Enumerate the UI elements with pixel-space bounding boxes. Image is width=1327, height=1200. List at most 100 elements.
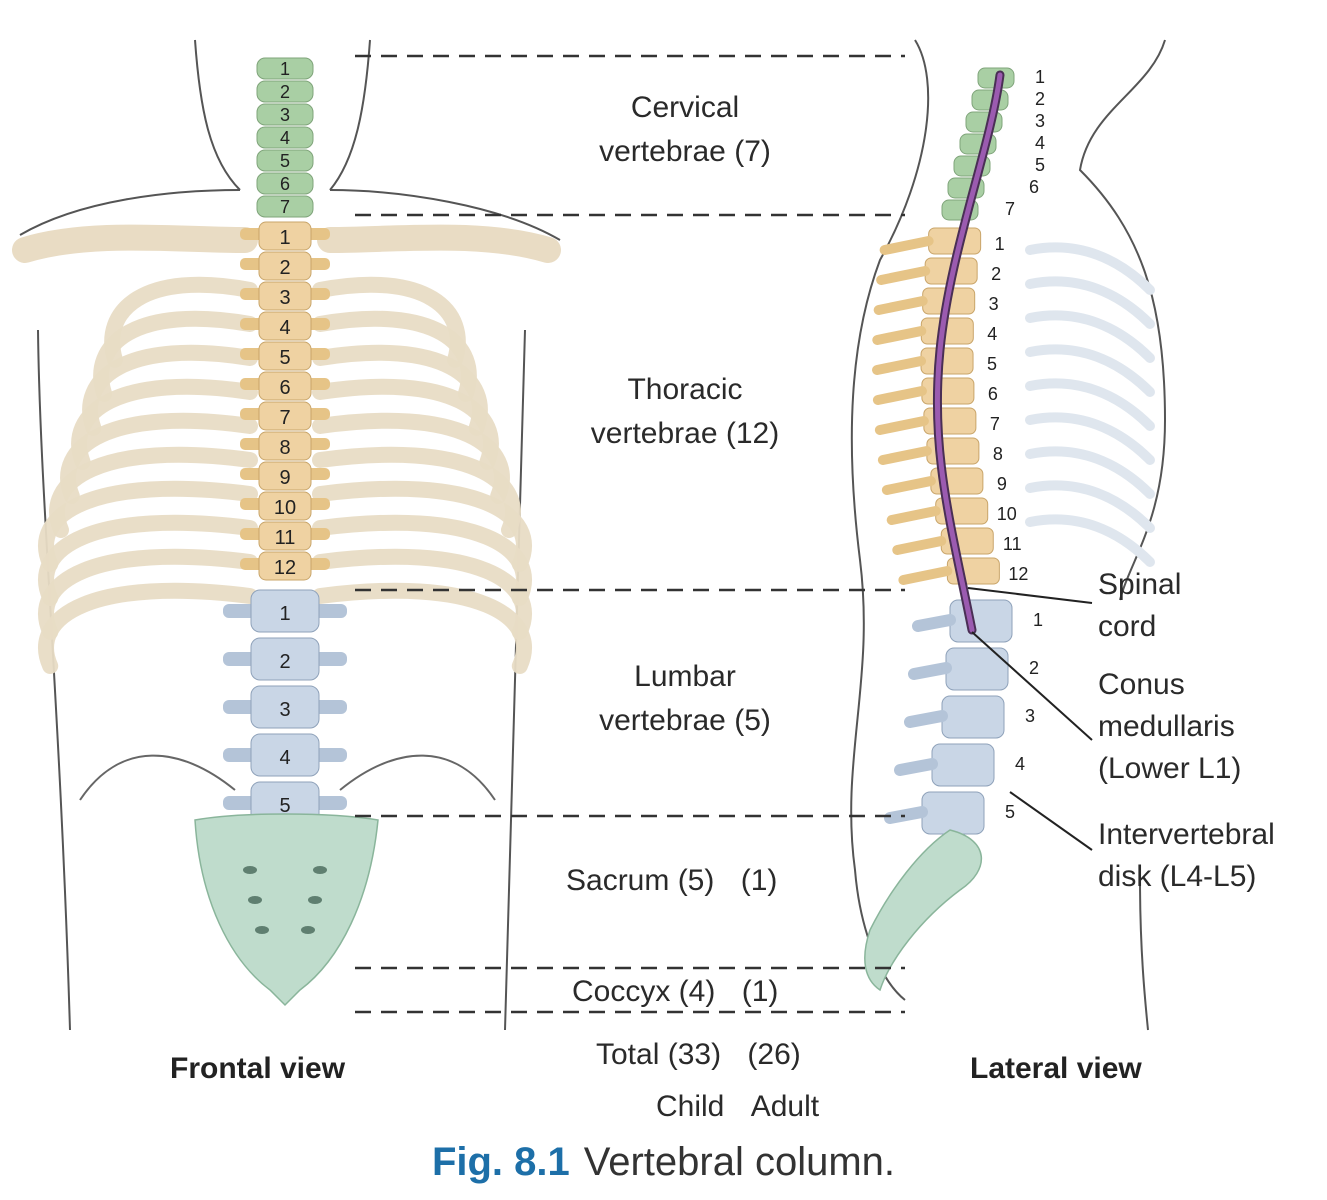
- sacral-foramen: [313, 866, 327, 874]
- lateral-rib: [1025, 310, 1155, 363]
- lateral-thoracic-process: [879, 236, 934, 255]
- lumbar-number: 5: [279, 795, 290, 817]
- lateral-lumbar-process: [904, 710, 948, 728]
- thoracic-number: 9: [279, 467, 290, 489]
- lateral-lumbar-process: [908, 662, 952, 680]
- sacral-foramen: [255, 926, 269, 934]
- lateral-cervical-number: 4: [1035, 133, 1045, 153]
- lateral-thoracic-number: 7: [990, 414, 1000, 434]
- lateral-thoracic-process: [874, 416, 929, 435]
- thoracic-vertebra: [258, 281, 312, 311]
- thoracic-vertebra: [258, 551, 312, 581]
- lateral-lumbar-number: 5: [1005, 802, 1015, 822]
- cervical-number: 7: [280, 197, 290, 217]
- lateral-thoracic-number: 10: [997, 504, 1017, 524]
- lateral-lumbar-vertebra: [945, 647, 1009, 691]
- figure-title: Vertebral column.: [583, 1140, 896, 1184]
- lateral-lumbar-process: [884, 806, 928, 824]
- sacrum-adult-count: (1): [740, 864, 778, 897]
- rib-right: [312, 548, 532, 640]
- lumbar-number: 2: [279, 651, 290, 673]
- cervical-number: 5: [280, 151, 290, 171]
- thoracic-vertebra: [258, 461, 312, 491]
- lateral-front-outline: [850, 39, 930, 1001]
- thoracic-number: 3: [279, 287, 290, 309]
- sacral-foramen: [301, 926, 315, 934]
- lateral-thoracic-number: 3: [989, 294, 999, 314]
- lateral-thoracic-process: [876, 266, 931, 285]
- sacrum-shape: [194, 813, 379, 1007]
- lateral-thoracic-number: 11: [1003, 534, 1022, 554]
- lateral-thoracic-process: [892, 536, 947, 555]
- rib-left: [38, 582, 258, 674]
- lumbar-number: 4: [279, 747, 290, 769]
- sacrum-child-count: Sacrum (5): [566, 864, 715, 897]
- thoracic-number: 8: [279, 437, 290, 459]
- thoracic-vertebra: [258, 401, 312, 431]
- thoracic-number: 7: [279, 407, 290, 429]
- lateral-rib: [1025, 344, 1155, 397]
- thoracic-number: 4: [279, 317, 290, 339]
- lateral-cervical-number: 7: [1005, 199, 1015, 219]
- lateral-thoracic-process: [872, 326, 927, 345]
- lateral-lumbar-process: [894, 758, 938, 776]
- child-column-header: Child: [656, 1090, 725, 1123]
- lateral-lumbar-number: 2: [1029, 658, 1039, 678]
- lateral-cervical-number: 5: [1035, 155, 1045, 175]
- shoulder-outline: [19, 189, 561, 241]
- cervical-vertebra: [256, 149, 314, 172]
- coccyx-adult-count: (1): [741, 975, 779, 1008]
- thoracic-vertebra: [258, 491, 312, 521]
- region-divider-lines: [355, 54, 905, 1014]
- lateral-lumbar-vertebra: [949, 599, 1013, 643]
- thoracic-number: 10: [274, 497, 296, 519]
- rib-left: [38, 480, 258, 572]
- total-child-count: Total (33): [596, 1038, 722, 1071]
- cervical-number: 6: [280, 174, 290, 194]
- lateral-thoracic-process: [873, 296, 928, 315]
- lateral-cervical-number: 2: [1035, 89, 1045, 109]
- lateral-lumbar-number: 4: [1015, 754, 1025, 774]
- lumbar-number: 1: [279, 603, 290, 625]
- thoracic-vertebra: [258, 251, 312, 281]
- lateral-thoracic-process: [886, 506, 941, 525]
- cervical-vertebra: [256, 195, 314, 218]
- total-adult-count: (26): [747, 1038, 801, 1071]
- neck-outline: [194, 39, 371, 191]
- lateral-thoracic-process: [881, 476, 936, 495]
- thoracic-vertebra: [258, 521, 312, 551]
- lateral-cervical-number: 1: [1035, 67, 1045, 87]
- coccyx-row: Coccyx (4) (1): [572, 975, 778, 1009]
- lateral-thoracic-number: 9: [997, 474, 1007, 494]
- lateral-lumbar-process: [912, 614, 956, 632]
- lateral-lumbar-number: 1: [1033, 610, 1043, 630]
- lateral-rib: [1025, 412, 1155, 465]
- lateral-rib: [1025, 480, 1155, 533]
- lumbar-vertebra: [250, 733, 320, 777]
- disk-pointer: [1009, 791, 1093, 851]
- thoracic-number: 2: [279, 257, 290, 279]
- lateral-buttock-outline: [1139, 879, 1149, 1031]
- thoracic-vertebra: [258, 431, 312, 461]
- thoracic-vertebra: [258, 221, 312, 251]
- lateral-thoracic-number: 8: [993, 444, 1003, 464]
- thoracic-vertebra: [258, 371, 312, 401]
- spinal-cord: [934, 72, 1003, 633]
- lateral-thoracic-process: [877, 446, 932, 465]
- lateral-rib: [1025, 378, 1155, 431]
- rib-left: [38, 514, 258, 606]
- cervical-vertebra: [256, 172, 314, 195]
- pelvis-outline: [79, 754, 496, 801]
- lateral-thoracic-number: 2: [991, 264, 1001, 284]
- lateral-thoracic-process: [872, 386, 927, 405]
- lateral-cervical-number: 3: [1035, 111, 1045, 131]
- adult-column-header: Adult: [750, 1090, 820, 1123]
